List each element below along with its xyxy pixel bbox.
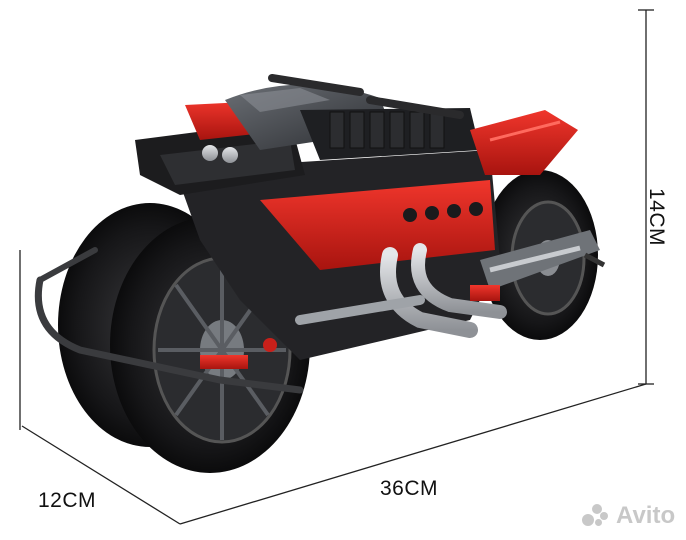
rear-red-accent	[200, 355, 248, 369]
height-dimension-label: 14CM	[645, 188, 668, 247]
fuel-tank	[225, 84, 480, 160]
exhaust-pipes	[295, 243, 507, 338]
chassis	[175, 150, 500, 360]
engine-cover-red	[260, 180, 495, 270]
tail-light-left	[202, 145, 218, 161]
dimension-lines	[19, 9, 654, 525]
width-dimension-label: 36CM	[380, 477, 439, 500]
width-dimension-line	[179, 383, 647, 525]
depth-dimension-label: 12CM	[38, 489, 97, 512]
avito-watermark: Avito	[582, 502, 675, 530]
rear-bumper-bar	[34, 276, 304, 394]
front-fairing	[470, 110, 578, 175]
depth-dimension-line	[21, 425, 181, 525]
avito-dots-logo-icon	[582, 504, 612, 528]
front-suspension	[480, 230, 606, 290]
watermark-text: Avito	[616, 502, 676, 529]
tail-light-right	[222, 147, 238, 163]
handlebar	[268, 74, 464, 119]
